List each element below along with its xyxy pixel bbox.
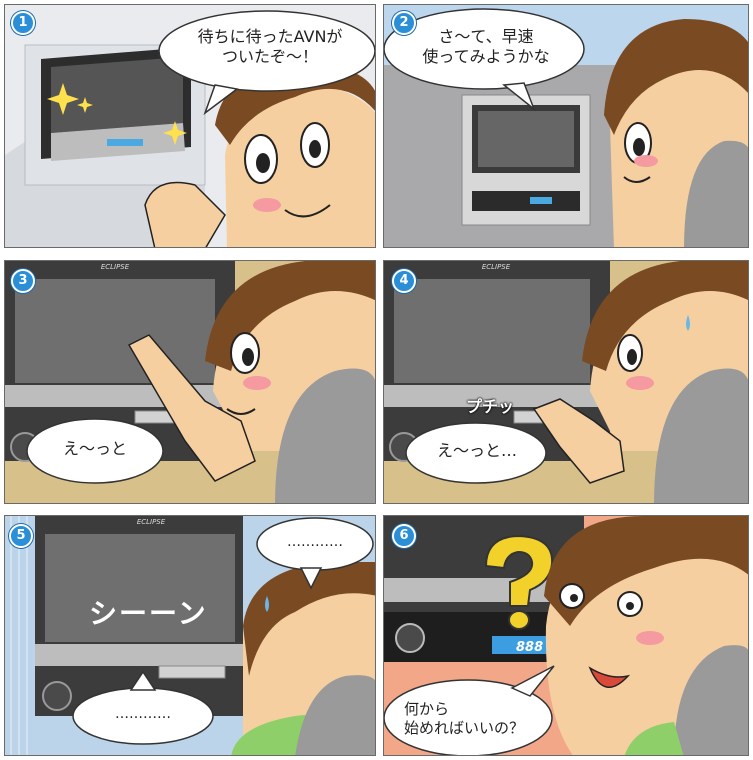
panel-5: 5 ECLIPSE シーーン ………… ………… <box>4 515 376 756</box>
panel-number-badge: 6 <box>392 524 416 548</box>
panel-4-art <box>384 261 748 503</box>
sparkle-icons <box>47 83 187 145</box>
question-mark-icon <box>484 534 554 630</box>
speech-bubble-text: 何から 始めればいいの？ <box>404 700 525 737</box>
character-face <box>532 261 748 503</box>
panel-1-art <box>5 5 375 247</box>
character-back-of-head <box>231 562 375 755</box>
speech-bubble-5-shapes <box>72 517 374 745</box>
avn-brand-label: ECLIPSE <box>136 518 166 526</box>
panel-1: 1 待ちに待ったAVNが ついたぞ〜！ <box>4 4 376 248</box>
avn-brand-label: ECLIPSE <box>100 263 130 271</box>
panel-number-badge: 4 <box>392 269 416 293</box>
panel-2-art <box>384 5 748 247</box>
character-face <box>544 516 748 755</box>
character-face <box>127 261 375 503</box>
character-face <box>604 19 748 247</box>
panel-3-art <box>5 261 375 503</box>
panel-6-art <box>384 516 748 755</box>
speech-bubble-2-shape <box>384 8 585 112</box>
speech-bubble-1-shape <box>158 10 375 116</box>
panel-number-badge: 3 <box>11 269 35 293</box>
sound-effect-text: シーーン <box>89 597 208 630</box>
avn-display-value: 888 <box>516 640 544 655</box>
speech-bubble-text-top: ………… <box>287 534 343 550</box>
avn-unit <box>461 94 591 226</box>
panel-4: 4 ECLIPSE プチッ え〜っと… <box>383 260 749 504</box>
speech-bubble-text: さ〜て、早速 使ってみようかな <box>422 27 550 66</box>
panel-number-badge: 5 <box>9 524 33 548</box>
speech-bubble-text-bottom: ………… <box>115 706 171 722</box>
avn-brand-label: ECLIPSE <box>481 263 511 271</box>
panel-6: 6 888 何から 始めればいいの？ <box>383 515 749 756</box>
panel-number-badge: 1 <box>11 11 35 35</box>
panel-3: 3 ECLIPSE え〜っと <box>4 260 376 504</box>
speech-bubble-text: え〜っと <box>62 439 127 458</box>
avn-unit <box>41 47 191 161</box>
speech-bubble-text: え〜っと… <box>436 441 517 460</box>
panel-2: 2 さ〜て、早速 使ってみようかな <box>383 4 749 248</box>
speech-bubble-text: 待ちに待ったAVNが ついたぞ〜！ <box>197 27 343 66</box>
panel-5-art <box>5 516 375 755</box>
panel-number-badge: 2 <box>392 11 416 35</box>
sound-effect-text: プチッ <box>466 397 515 416</box>
speech-bubble-6-shape <box>384 665 555 755</box>
speech-bubble-4-shape <box>405 422 547 484</box>
speech-bubble-3-shape <box>26 418 164 484</box>
